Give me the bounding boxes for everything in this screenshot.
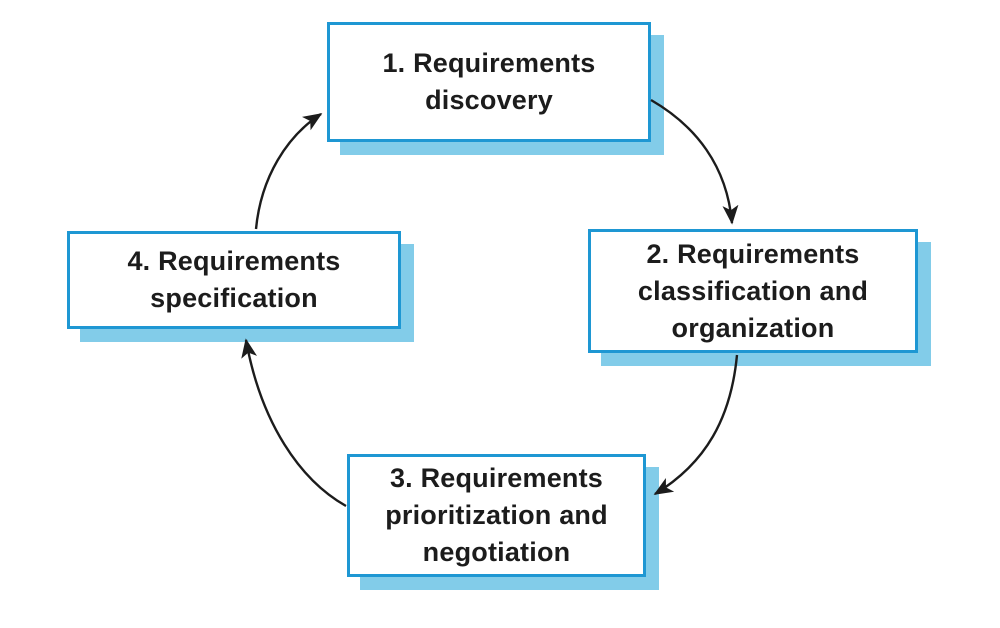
node-requirements-prioritization-and-negotiation: 3. Requirements prioritization and negot… xyxy=(347,454,646,577)
node-requirements-discovery: 1. Requirements discovery xyxy=(327,22,651,142)
node-requirements-specification: 4. Requirements specification xyxy=(67,231,401,329)
node-label-line: negotiation xyxy=(422,537,571,567)
node-label-line: organization xyxy=(671,312,835,343)
node-label-line: discovery xyxy=(425,85,553,115)
arrow-step3-to-step4 xyxy=(241,338,347,508)
node-label-line: 3. Requirements xyxy=(389,463,604,493)
node-label-line: 4. Requirements xyxy=(127,246,341,276)
node-label-line: prioritization and xyxy=(385,500,608,530)
node-label-line: 1. Requirements xyxy=(382,48,596,78)
node-requirements-classification-and-organization: 2. Requirements classification and organ… xyxy=(588,229,918,353)
node-label-line: 2. Requirements xyxy=(646,238,860,269)
node-label-line: classification and xyxy=(637,275,869,306)
node-label-line: specification xyxy=(150,283,318,313)
arrow-step1-to-step2 xyxy=(650,98,739,225)
arrow-step4-to-step1 xyxy=(254,112,323,230)
arrow-step2-to-step3 xyxy=(653,354,739,496)
